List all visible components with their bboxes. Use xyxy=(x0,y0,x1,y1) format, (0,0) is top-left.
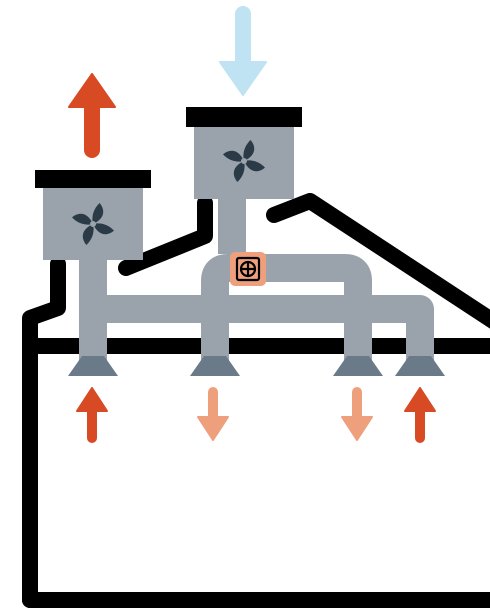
extract-arrow-up-icon xyxy=(76,387,108,443)
diffuser-supply-left xyxy=(190,356,240,376)
diffuser-supply-right xyxy=(333,356,383,376)
house-wall-outline xyxy=(22,193,490,608)
fresh-air-arrow-down-icon xyxy=(219,6,267,96)
supply-arrow-down-icon xyxy=(197,387,229,441)
fan-blade xyxy=(93,223,115,235)
duct-network xyxy=(79,196,434,364)
fan-icon xyxy=(71,202,115,246)
supply-duct-branches xyxy=(201,254,372,364)
plus-circle-icon xyxy=(235,256,261,282)
fan-blade xyxy=(222,150,244,162)
diffusers xyxy=(68,356,445,376)
supply-arrow-down-icon xyxy=(341,387,373,441)
fan-blade xyxy=(243,139,255,161)
supply-roof-cap xyxy=(186,107,302,127)
exhaust-arrow-up-icon xyxy=(68,73,116,158)
fan-hub xyxy=(241,158,247,164)
fan-blade xyxy=(233,161,245,183)
fan-blade xyxy=(71,213,93,225)
heater-box xyxy=(230,252,266,286)
fan-hub xyxy=(90,221,96,227)
fan-blade xyxy=(92,202,104,224)
airflow-arrows xyxy=(68,6,436,443)
exhaust-roof-cap xyxy=(35,170,151,188)
fan-blade xyxy=(244,160,266,172)
diffuser-extract-left xyxy=(68,356,118,376)
fan-icon xyxy=(222,139,266,183)
extract-arrow-up-icon xyxy=(404,387,436,443)
diffuser-extract-right xyxy=(395,356,445,376)
fan-blade xyxy=(82,224,94,246)
